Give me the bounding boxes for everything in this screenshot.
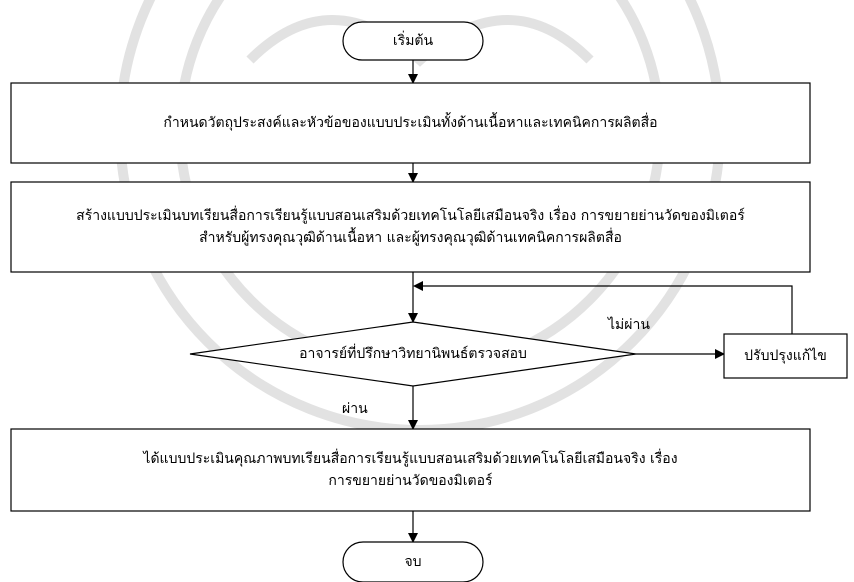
step2-label-line2: สำหรับผู้ทรงคุณวุฒิด้านเนื้อหา และผู้ทรง… [199, 230, 622, 246]
start-label: เริ่มต้น [392, 32, 434, 49]
arrow-revise-loop-back [413, 281, 793, 334]
fail-label: ไม่ผ่าน [608, 317, 650, 333]
pass-label: ผ่าน [342, 401, 368, 417]
step1-box [10, 82, 811, 164]
step3-box [10, 428, 811, 512]
decision-label: อาจารย์ที่ปรึกษาวิทยานิพนธ์ตรวจสอบ [299, 345, 527, 362]
revise-label: ปรับปรุงแก้ไข [744, 347, 827, 364]
step3-label-line1: ได้แบบประเมินคุณภาพบทเรียนสื่อการเรียนรู… [143, 450, 678, 467]
step2-box [10, 181, 811, 273]
end-label: จบ [404, 553, 422, 570]
end-terminator [342, 541, 484, 582]
step3-label: ได้แบบประเมินคุณภาพบทเรียนสื่อการเรียนรู… [11, 429, 810, 511]
step1-label: กำหนดวัตถุประสงค์และหัวข้อของแบบประเมินท… [163, 114, 658, 131]
step3-label-line2: การขยายย่านวัดของมิเตอร์ [328, 473, 493, 489]
revise-box [723, 333, 848, 379]
step2-label-line1: สร้างแบบประเมินบทเรียนสื่อการเรียนรู้แบบ… [76, 207, 745, 224]
step2-label: สร้างแบบประเมินบทเรียนสื่อการเรียนรู้แบบ… [11, 182, 810, 272]
